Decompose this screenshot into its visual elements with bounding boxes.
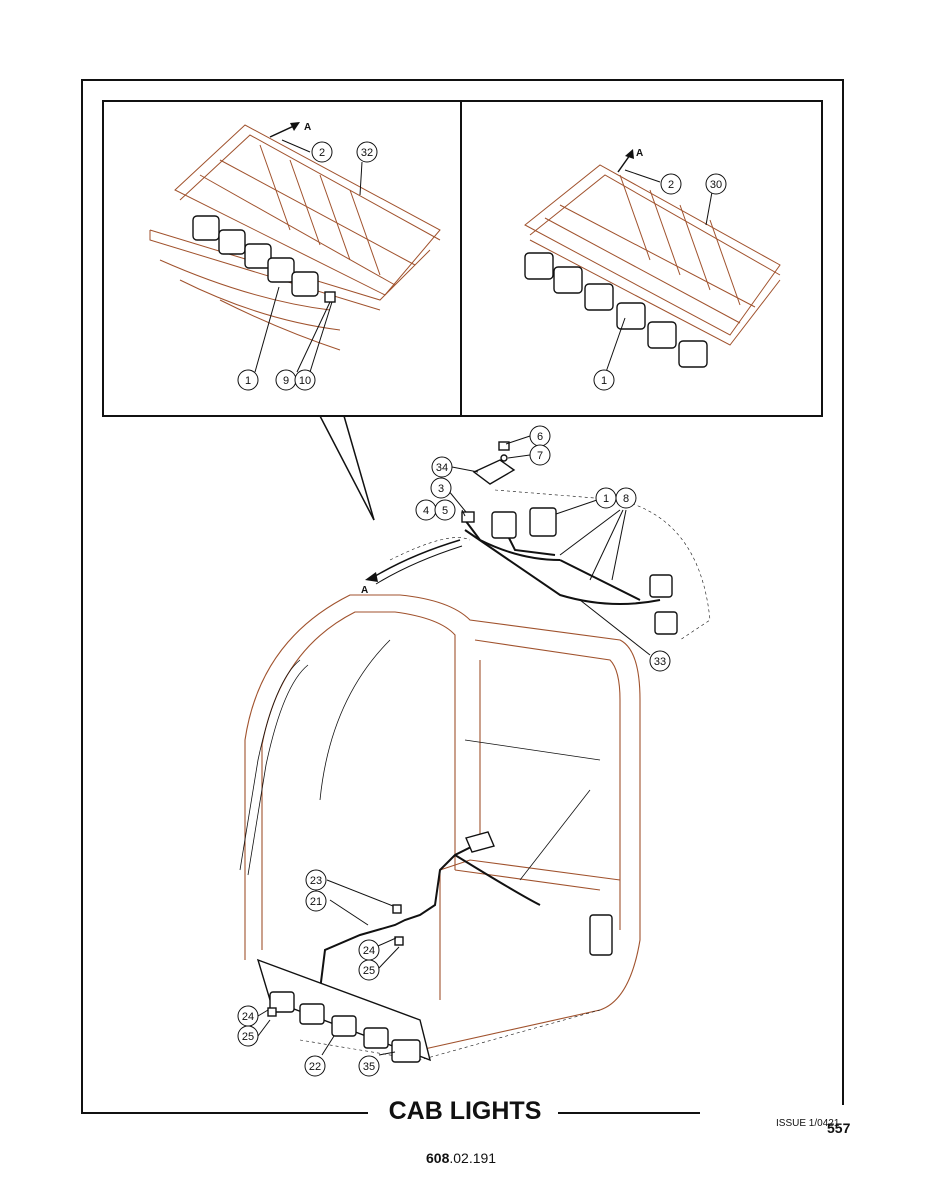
callout-roof-33: 33 xyxy=(649,650,671,672)
doc-number-bold: 608 xyxy=(426,1150,450,1166)
svg-text:32: 32 xyxy=(361,147,373,159)
svg-text:2: 2 xyxy=(319,147,325,159)
view-arrow-head-1 xyxy=(290,122,300,131)
callout-roof-7: 7 xyxy=(529,444,551,466)
callout-left-9: 9 xyxy=(275,369,297,391)
callout-roof-4: 4 xyxy=(415,499,437,521)
svg-text:4: 4 xyxy=(423,505,429,517)
svg-text:7: 7 xyxy=(537,450,543,462)
svg-text:1: 1 xyxy=(601,375,607,387)
right-inset-lamp-bar xyxy=(524,164,781,346)
svg-text:24: 24 xyxy=(363,945,375,957)
view-marker-1: A xyxy=(304,122,311,133)
svg-text:30: 30 xyxy=(710,179,722,191)
svg-text:25: 25 xyxy=(242,1031,254,1043)
callout-left-10: 10 xyxy=(294,369,316,391)
svg-text:1: 1 xyxy=(245,375,251,387)
lower-harness xyxy=(319,844,541,991)
left-inset-lamp-bar xyxy=(149,124,441,351)
view-arrow-line-3b xyxy=(375,545,463,585)
right-inset-leader-lines xyxy=(605,169,713,373)
callout-roof-34: 34 xyxy=(431,456,453,478)
callout-right-2: 2 xyxy=(660,173,682,195)
svg-text:33: 33 xyxy=(654,656,666,668)
svg-text:10: 10 xyxy=(299,375,311,387)
cab-frame-detail xyxy=(239,639,601,881)
svg-text:22: 22 xyxy=(309,1061,321,1073)
view-marker-3: A xyxy=(361,585,368,596)
svg-text:1: 1 xyxy=(603,493,609,505)
callout-lower-25a: 25 xyxy=(358,959,380,981)
doc-number-rest: .02.191 xyxy=(449,1150,497,1166)
view-arrow-line-3 xyxy=(371,539,461,579)
callout-roof-6: 6 xyxy=(529,425,551,447)
view-arrow-head-2 xyxy=(625,149,634,159)
main-leader-lines xyxy=(257,435,651,1056)
left-inset-leader-lines xyxy=(254,139,363,373)
view-arrow-line-2 xyxy=(617,154,631,173)
callout-lower-35: 35 xyxy=(358,1055,380,1077)
roof-components xyxy=(461,441,678,635)
svg-text:34: 34 xyxy=(436,462,448,474)
callout-left-1: 1 xyxy=(237,369,259,391)
svg-text:21: 21 xyxy=(310,896,322,908)
callout-roof-1: 1 xyxy=(595,487,617,509)
svg-text:3: 3 xyxy=(438,483,444,495)
left-inset-lamps xyxy=(192,215,336,303)
svg-text:6: 6 xyxy=(537,431,543,443)
page-title: CAB LIGHTS xyxy=(388,1097,542,1125)
lower-components xyxy=(256,831,613,1063)
inset-right-frame xyxy=(460,100,823,417)
issue-label: ISSUE 1/0421 xyxy=(776,1118,840,1129)
inset-pointer-right xyxy=(343,415,375,521)
svg-text:5: 5 xyxy=(442,505,448,517)
callout-lower-24a: 24 xyxy=(358,939,380,961)
callout-roof-8: 8 xyxy=(615,487,637,509)
title-gap xyxy=(368,1105,558,1121)
callout-lower-23: 23 xyxy=(305,869,327,891)
svg-text:9: 9 xyxy=(283,375,289,387)
callout-lower-24b: 24 xyxy=(237,1005,259,1027)
page-gap xyxy=(700,1105,850,1121)
callout-left-2: 2 xyxy=(311,141,333,163)
callout-lower-22: 22 xyxy=(304,1055,326,1077)
callout-roof-5: 5 xyxy=(434,499,456,521)
callout-right-1: 1 xyxy=(593,369,615,391)
doc-number: 608.02.191 xyxy=(426,1150,496,1166)
page-number: 557 xyxy=(827,1120,851,1136)
view-arrow-line-1 xyxy=(269,124,297,138)
inset-pointer-left xyxy=(319,415,375,521)
svg-text:8: 8 xyxy=(623,493,629,505)
callout-roof-3: 3 xyxy=(430,477,452,499)
svg-text:2: 2 xyxy=(668,179,674,191)
svg-text:23: 23 xyxy=(310,875,322,887)
view-marker-2: A xyxy=(636,148,643,159)
callout-left-32: 32 xyxy=(356,141,378,163)
callout-lower-25b: 25 xyxy=(237,1025,259,1047)
svg-text:35: 35 xyxy=(363,1061,375,1073)
svg-text:24: 24 xyxy=(242,1011,254,1023)
view-arrow-head-3 xyxy=(365,572,378,582)
callout-lower-21: 21 xyxy=(305,890,327,912)
svg-text:25: 25 xyxy=(363,965,375,977)
callout-right-30: 30 xyxy=(705,173,727,195)
right-inset-lamps xyxy=(524,252,708,368)
